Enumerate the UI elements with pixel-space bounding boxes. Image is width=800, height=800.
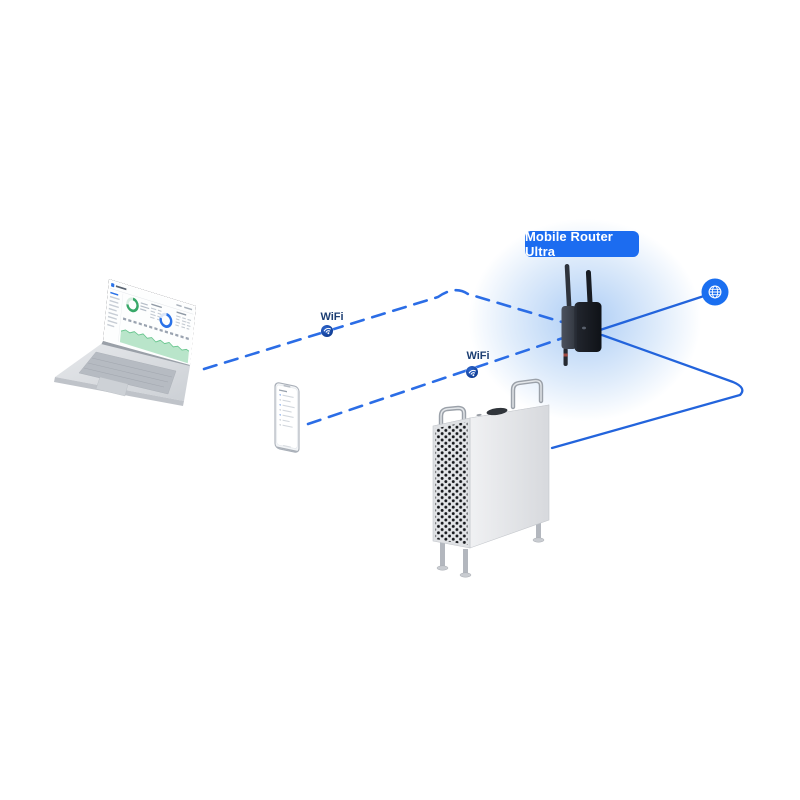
lan-link-router-desktop — [550, 333, 744, 450]
smartphone — [274, 382, 300, 453]
wifi-dashed-link-phone-router — [306, 335, 568, 426]
wan-link-router-internet — [598, 294, 706, 332]
router-label: Mobile Router Ultra — [525, 229, 639, 259]
globe-icon — [701, 278, 729, 306]
desktop-tower — [432, 378, 550, 578]
mobile-router — [561, 264, 602, 366]
wifi-label-laptop: WiFi — [320, 311, 344, 323]
wifi-label-phone: WiFi — [466, 350, 490, 362]
wifi-icon — [321, 324, 333, 337]
wifi-icon — [466, 366, 478, 378]
laptop — [54, 279, 197, 406]
wifi-dashed-link-laptop-router — [202, 288, 564, 371]
